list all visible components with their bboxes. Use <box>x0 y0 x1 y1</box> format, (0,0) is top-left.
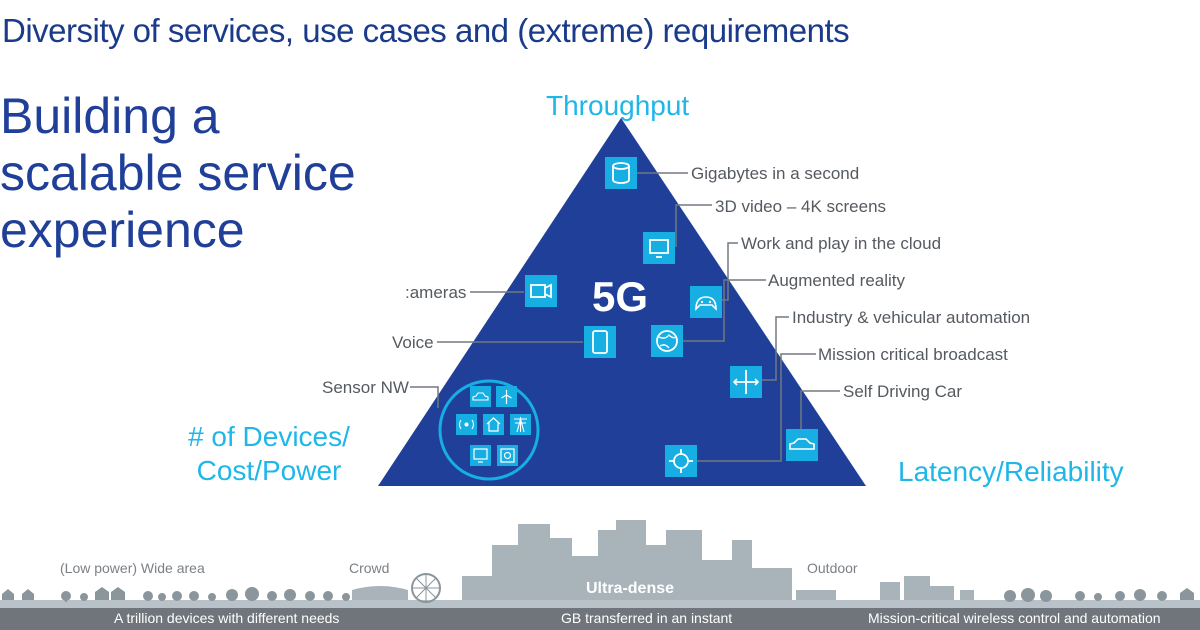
zone-ultra-dense: Ultra-dense <box>586 580 675 597</box>
devices-label-line-2: Cost/Power <box>196 455 342 486</box>
throughput-label: Throughput <box>546 90 690 121</box>
database-icon <box>605 157 637 189</box>
zone-wide-area: (Low power) Wide area <box>60 560 205 576</box>
signal-broadcast-icon <box>456 414 477 435</box>
callout-connectors <box>410 172 840 462</box>
footer-left-text: A trillion devices with different needs <box>114 610 340 626</box>
video-camera-icon <box>525 275 557 307</box>
slide-subtitle: Diversity of services, use cases and (ex… <box>2 12 850 49</box>
headline-line-3: experience <box>0 202 245 258</box>
power-tower-icon <box>510 414 531 435</box>
zone-crowd: Crowd <box>349 560 390 576</box>
callout-self-driving: Self Driving Car <box>843 382 963 401</box>
phone-icon <box>584 326 616 358</box>
center-5g-label: 5G <box>592 273 648 320</box>
callout-gigabytes: Gigabytes in a second <box>691 164 860 183</box>
footer-bar <box>0 608 1200 630</box>
devices-cost-power-label: # of Devices/ Cost/Power <box>180 420 358 488</box>
devices-label-line-1: # of Devices/ <box>188 421 350 452</box>
meter-icon <box>497 445 518 466</box>
callout-3d-video: 3D video – 4K screens <box>715 197 887 216</box>
zone-outdoor: Outdoor <box>807 560 858 576</box>
wind-turbine-icon <box>496 386 517 407</box>
game-controller-icon <box>690 286 722 318</box>
car-small-icon <box>470 386 491 407</box>
city-skyline <box>0 520 1200 608</box>
latency-reliability-label: Latency/Reliability <box>898 456 1124 487</box>
callout-industry: Industry & vehicular automation <box>792 308 1031 327</box>
callout-sensor-nw: Sensor NW <box>322 378 409 397</box>
footer-right-text: Mission-critical wireless control and au… <box>868 610 1161 626</box>
slide-headline: Building a scalable service experience <box>0 88 356 259</box>
globe-icon <box>651 325 683 357</box>
callout-augmented-reality: Augmented reality <box>768 271 906 290</box>
screen-small-icon <box>470 445 491 466</box>
network-arrows-icon <box>730 366 762 398</box>
home-icon <box>483 414 504 435</box>
headline-line-2: scalable service <box>0 145 356 201</box>
callout-mission-critical: Mission critical broadcast <box>818 345 1008 364</box>
callout-work-play: Work and play in the cloud <box>741 234 942 253</box>
callout-cameras: :ameras <box>405 283 467 302</box>
sensor-network-cluster <box>438 379 540 481</box>
car-icon <box>786 429 818 461</box>
target-crosshair-icon <box>665 445 697 477</box>
callout-voice: Voice <box>392 333 434 352</box>
headline-line-1: Building a <box>0 88 220 144</box>
monitor-icon <box>643 232 675 264</box>
footer-center-text: GB transferred in an instant <box>561 610 733 626</box>
